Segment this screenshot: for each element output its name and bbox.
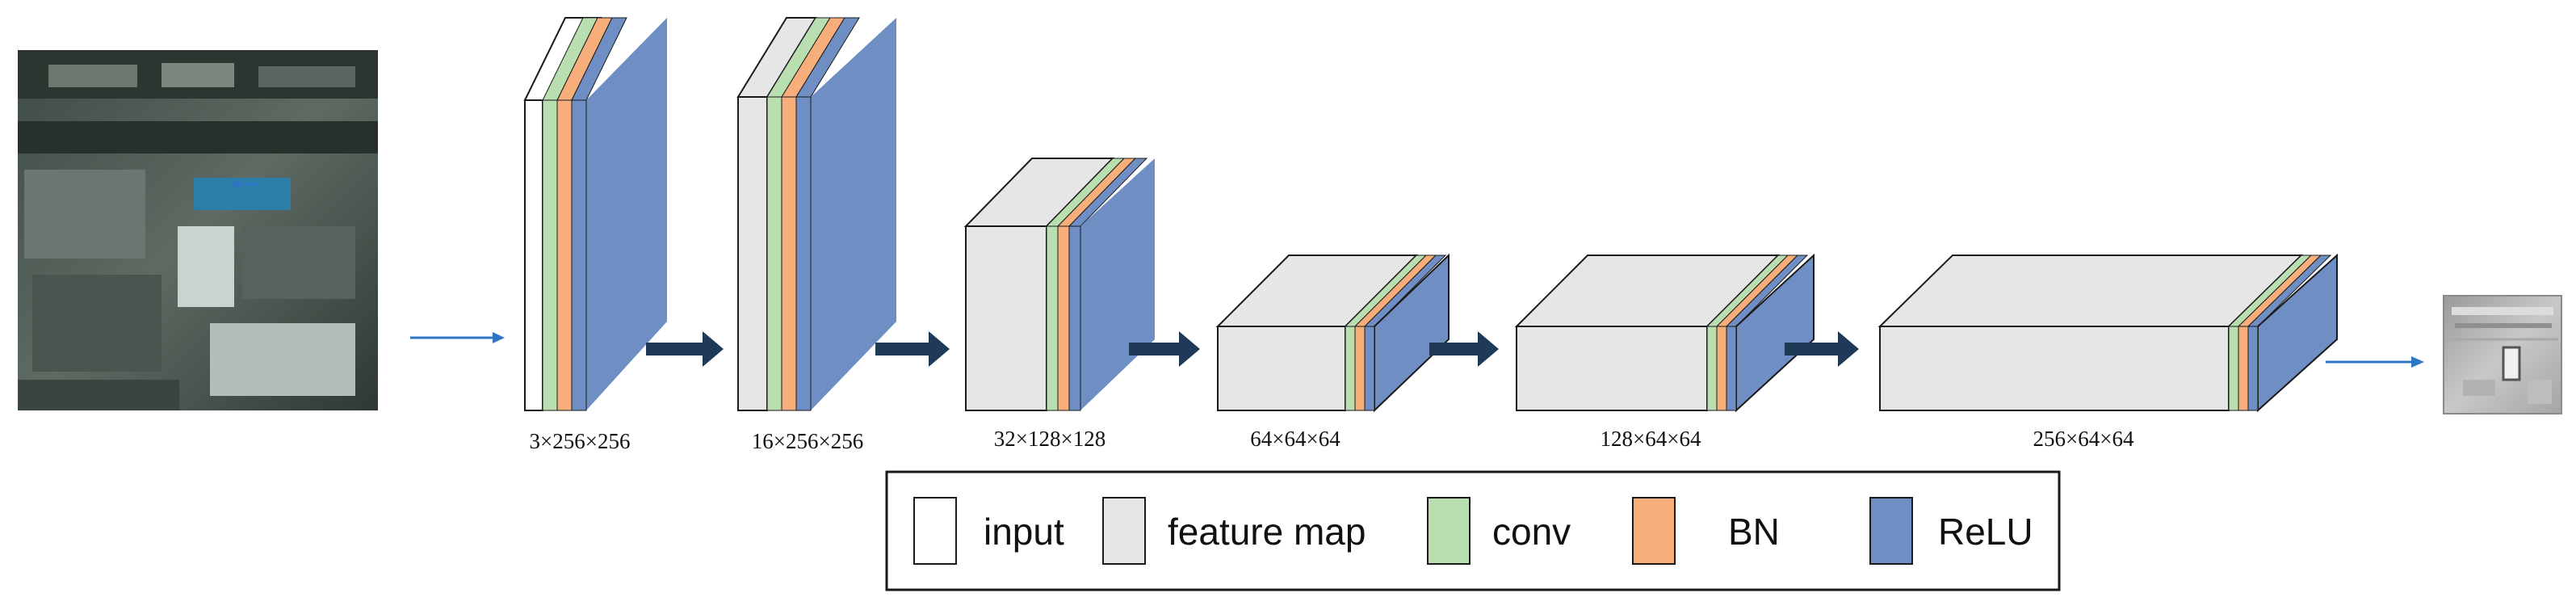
legend-label-conv: conv bbox=[1492, 511, 1571, 553]
legend-swatch-input bbox=[913, 497, 957, 565]
input-aerial-image bbox=[18, 50, 378, 410]
output-height-map-image bbox=[2443, 295, 2562, 414]
legend-label-feature-map: feature map bbox=[1168, 511, 1366, 553]
block-5 bbox=[1514, 253, 1815, 413]
block-5-label: 128×64×64 bbox=[1601, 427, 1701, 451]
legend: input feature map conv BN ReLU bbox=[885, 470, 2061, 591]
legend-label-relu: ReLU bbox=[1938, 511, 2033, 553]
legend-swatch-conv bbox=[1427, 497, 1471, 565]
arrow-2 bbox=[875, 331, 950, 367]
block-2-label: 16×256×256 bbox=[752, 429, 863, 453]
arrow-4 bbox=[1429, 331, 1499, 367]
arrow-5 bbox=[1785, 331, 1859, 367]
block-4 bbox=[1215, 253, 1450, 413]
block-3-label: 32×128×128 bbox=[994, 427, 1105, 451]
output-arrow bbox=[2326, 356, 2424, 368]
block-6 bbox=[1877, 253, 2338, 413]
legend-swatch-feature-map bbox=[1102, 497, 1146, 565]
block-1-label: 3×256×256 bbox=[530, 429, 631, 453]
legend-swatch-relu bbox=[1869, 497, 1913, 565]
legend-label-input: input bbox=[984, 511, 1064, 553]
block-1 bbox=[523, 17, 667, 411]
block-3 bbox=[963, 158, 1155, 411]
arrow-3 bbox=[1129, 331, 1200, 367]
arrow-1 bbox=[646, 331, 724, 367]
block-4-label: 64×64×64 bbox=[1250, 427, 1340, 451]
legend-swatch-bn bbox=[1632, 497, 1676, 565]
legend-label-bn: BN bbox=[1728, 511, 1780, 553]
block-6-label: 256×64×64 bbox=[2033, 427, 2134, 451]
block-2 bbox=[736, 17, 896, 411]
input-arrow bbox=[410, 332, 505, 343]
